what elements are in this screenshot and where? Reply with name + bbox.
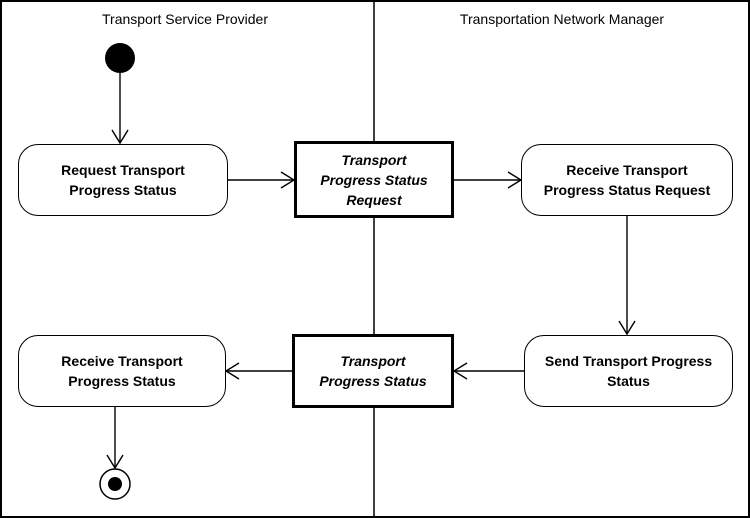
object-transport-progress-status: Transport Progress Status [292,334,454,408]
activity-receive-transport-progress-status-request: Receive Transport Progress Status Reques… [521,144,733,216]
lane-title-transportation-network-manager: Transportation Network Manager [459,11,665,27]
final-node [99,468,131,500]
activity-request-transport-progress-status: Request Transport Progress Status [18,144,228,216]
lane-title-transport-service-provider: Transport Service Provider [102,11,268,27]
object-transport-progress-status-request: Transport Progress Status Request [294,141,454,218]
activity-receive-transport-progress-status: Receive Transport Progress Status [18,335,226,407]
activity-send-transport-progress-status: Send Transport Progress Status [524,335,733,407]
initial-node [105,43,135,73]
